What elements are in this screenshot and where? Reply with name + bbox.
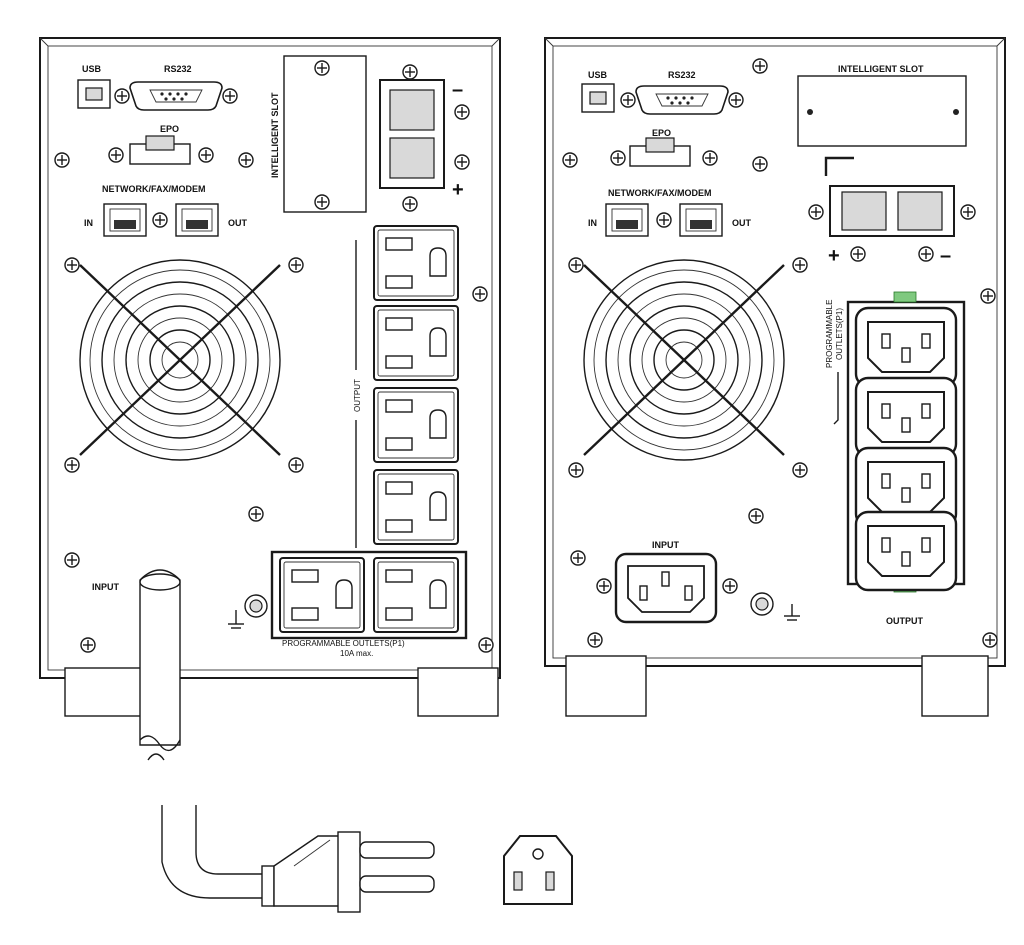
r-rs232-port[interactable] [635, 85, 729, 115]
battery-minus-label: – [452, 79, 463, 101]
r-input-inlet[interactable] [614, 552, 718, 624]
max-current-label: 10A max. [340, 649, 373, 658]
r-programmable-label-1: PROGRAMMABLE [825, 300, 834, 368]
r-network-out-port[interactable] [679, 203, 723, 237]
r-output-label: OUTPUT [886, 616, 924, 626]
output-outlet-2[interactable] [373, 305, 459, 381]
output-outlet-1[interactable] [373, 225, 459, 301]
epo-label: EPO [160, 124, 179, 134]
r-programmable-label-2: OUTLETS(P1) [835, 308, 844, 360]
power-plug [261, 831, 435, 913]
plug-face [503, 835, 573, 905]
r-output-outlet-1[interactable] [854, 306, 958, 388]
network-in-port[interactable] [103, 203, 147, 237]
r-output-outlet-4[interactable] [854, 510, 958, 592]
ground-terminal[interactable] [244, 594, 268, 618]
right-ups-panel: USB RS232 EPO NETWORK/FAX/MODEM IN OUT I… [544, 37, 1006, 717]
power-cord [139, 569, 269, 899]
network-out-label: OUT [228, 218, 248, 228]
battery-plus-label: + [452, 179, 464, 201]
r-intelligent-slot-cover[interactable] [797, 75, 967, 147]
r-network-in-port[interactable] [605, 203, 649, 237]
programmable-label: PROGRAMMABLE OUTLETS(P1) [282, 639, 405, 648]
r-cooling-fan [562, 253, 806, 467]
programmable-outlets-frame [270, 550, 468, 640]
r-intelligent-slot-label: INTELLIGENT SLOT [838, 64, 924, 74]
r-network-in-label: IN [588, 218, 597, 228]
network-label: NETWORK/FAX/MODEM [102, 184, 206, 194]
intelligent-slot-label: INTELLIGENT SLOT [270, 92, 280, 178]
network-out-port[interactable] [175, 203, 219, 237]
output-outlet-3[interactable] [373, 387, 459, 463]
r-ground-icon [784, 604, 800, 621]
r-battery-connector[interactable] [829, 185, 955, 237]
right-right-foot [921, 655, 989, 717]
r-battery-plus-label: + [828, 245, 840, 267]
right-left-foot [565, 655, 647, 717]
r-epo-connector[interactable] [629, 137, 691, 167]
network-in-label: IN [84, 218, 93, 228]
r-rs232-label: RS232 [668, 70, 696, 80]
programmable-outlet-2[interactable] [373, 557, 459, 633]
r-input-label: INPUT [652, 540, 680, 550]
r-output-outlet-2[interactable] [854, 376, 958, 458]
r-network-out-label: OUT [732, 218, 752, 228]
ground-icon [228, 610, 244, 629]
rs232-port[interactable] [129, 81, 223, 111]
output-outlet-4[interactable] [373, 469, 459, 545]
r-ground-terminal[interactable] [750, 592, 774, 616]
rs232-label: RS232 [164, 64, 192, 74]
usb-label: USB [82, 64, 102, 74]
r-battery-minus-label: – [940, 245, 951, 267]
programmable-outlet-1[interactable] [279, 557, 365, 633]
battery-connector[interactable] [379, 79, 445, 189]
r-epo-label: EPO [652, 128, 671, 138]
output-label: OUTPUT [353, 379, 362, 412]
epo-connector[interactable] [129, 135, 191, 165]
r-network-label: NETWORK/FAX/MODEM [608, 188, 712, 198]
right-foot [417, 667, 499, 717]
left-ups-panel: USB RS232 EPO NETWORK/FAX/MODEM IN OUT I… [39, 37, 501, 717]
cooling-fan [58, 253, 302, 467]
r-usb-label: USB [588, 70, 608, 80]
input-label: INPUT [92, 582, 120, 592]
intelligent-slot-cover[interactable] [283, 55, 367, 213]
